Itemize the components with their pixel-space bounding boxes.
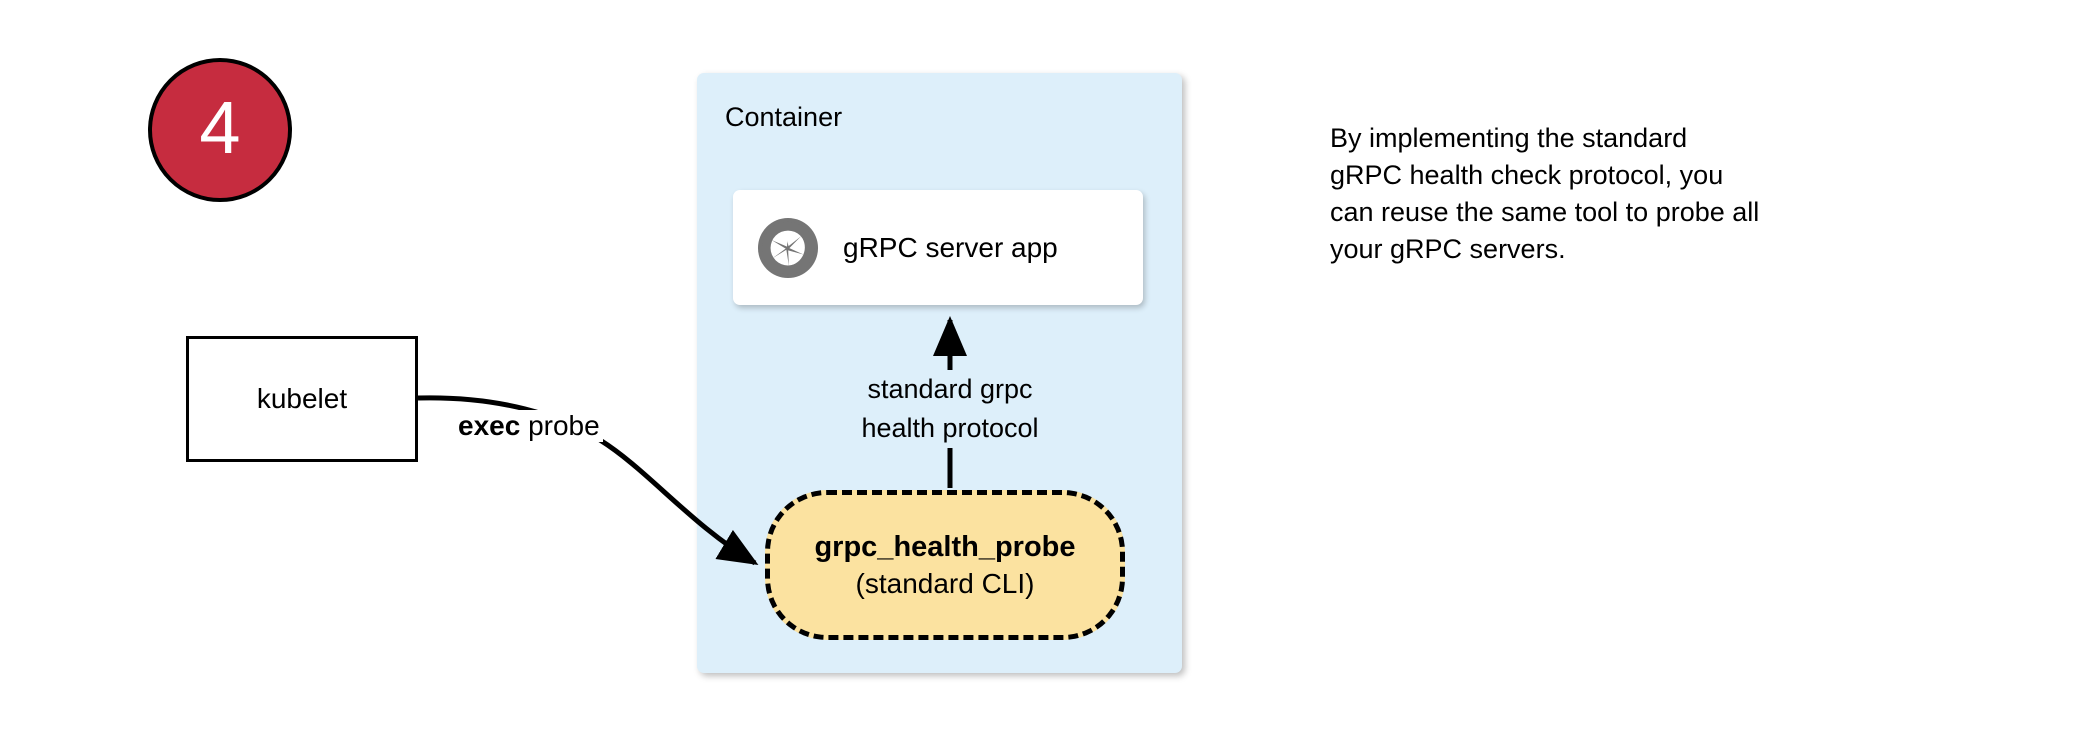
health-protocol-edge-label: standard grpc health protocol xyxy=(820,370,1080,448)
caption-line-1: By implementing the standard xyxy=(1330,123,1688,153)
kubelet-box: kubelet xyxy=(186,336,418,462)
health-protocol-line-1: standard grpc xyxy=(867,374,1033,404)
grpc-server-app-label: gRPC server app xyxy=(843,231,1058,263)
kubelet-label: kubelet xyxy=(256,383,348,414)
grpc-server-app-card: gRPC server app xyxy=(733,190,1143,305)
caption-line-4: your gRPC servers. xyxy=(1330,234,1566,264)
exec-probe-bold-text: exec xyxy=(458,410,521,441)
grpc-health-probe-subtitle: (standard CLI) xyxy=(855,567,1035,599)
grpc-health-probe-title: grpc_health_probe xyxy=(814,531,1076,564)
grpc-aperture-icon xyxy=(757,217,819,278)
grpc-health-probe-node: grpc_health_probe (standard CLI) xyxy=(765,490,1125,640)
exec-probe-rest-text: probe xyxy=(520,410,600,441)
health-protocol-line-2: health protocol xyxy=(861,413,1039,443)
exec-probe-edge-label: exec probe xyxy=(455,410,603,442)
caption-text: By implementing the standard gRPC health… xyxy=(1330,120,1930,268)
caption-line-2: gRPC health check protocol, you xyxy=(1330,160,1724,190)
container-label: Container xyxy=(725,102,843,132)
step-number-badge: 4 xyxy=(148,58,292,202)
step-number-text: 4 xyxy=(199,86,241,169)
caption-line-3: can reuse the same tool to probe all xyxy=(1330,197,1760,227)
